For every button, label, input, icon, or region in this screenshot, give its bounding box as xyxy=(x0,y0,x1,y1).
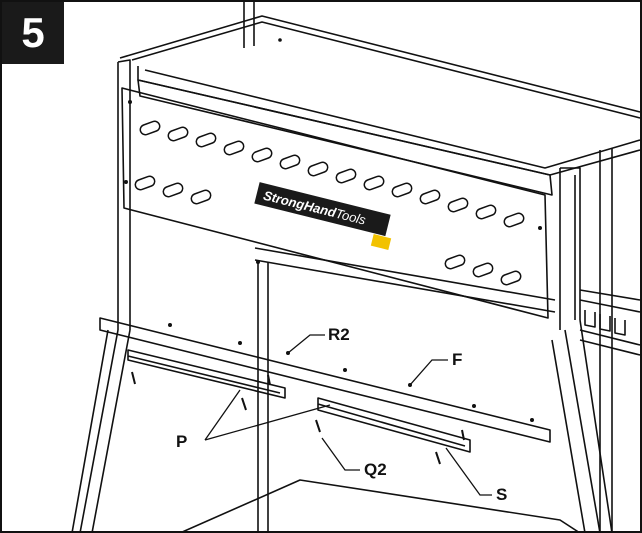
logo-plate: StrongHandTools Better Tools. Better Pri… xyxy=(254,182,392,250)
leader-F xyxy=(409,359,448,386)
front-rail-F xyxy=(99,317,551,443)
callout-S: S xyxy=(496,485,508,504)
bracket-P-left xyxy=(127,349,286,399)
top-tray xyxy=(119,15,641,176)
tool-holder-teeth xyxy=(584,310,626,336)
step-number-badge: 5 xyxy=(2,2,64,64)
front-right-leg xyxy=(551,319,613,533)
leader-Q2 xyxy=(321,437,360,471)
leader-lines xyxy=(204,334,492,496)
leader-P-2 xyxy=(204,404,331,441)
leader-R2 xyxy=(287,334,325,354)
right-side-bar xyxy=(579,289,641,356)
front-left-post xyxy=(117,59,131,330)
leader-S xyxy=(445,447,492,496)
rivet-dots xyxy=(124,38,542,422)
callout-Q2: Q2 xyxy=(364,460,387,479)
bracket-P-right xyxy=(317,397,471,453)
front-right-post xyxy=(559,167,581,330)
callout-F: F xyxy=(452,350,463,369)
leader-P-1 xyxy=(204,389,241,441)
front-panel xyxy=(121,87,549,319)
callout-R2: R2 xyxy=(328,325,350,344)
handle-pegs xyxy=(134,120,525,286)
rear-left-post xyxy=(257,260,269,533)
bottom-shelf xyxy=(179,479,581,533)
rear-right-post xyxy=(599,148,613,533)
rear-crossbar xyxy=(254,247,556,313)
top-tray-front-lip xyxy=(137,79,553,196)
screw-Q2-group xyxy=(131,371,465,465)
front-left-leg xyxy=(71,329,131,533)
callout-P: P xyxy=(176,432,188,451)
